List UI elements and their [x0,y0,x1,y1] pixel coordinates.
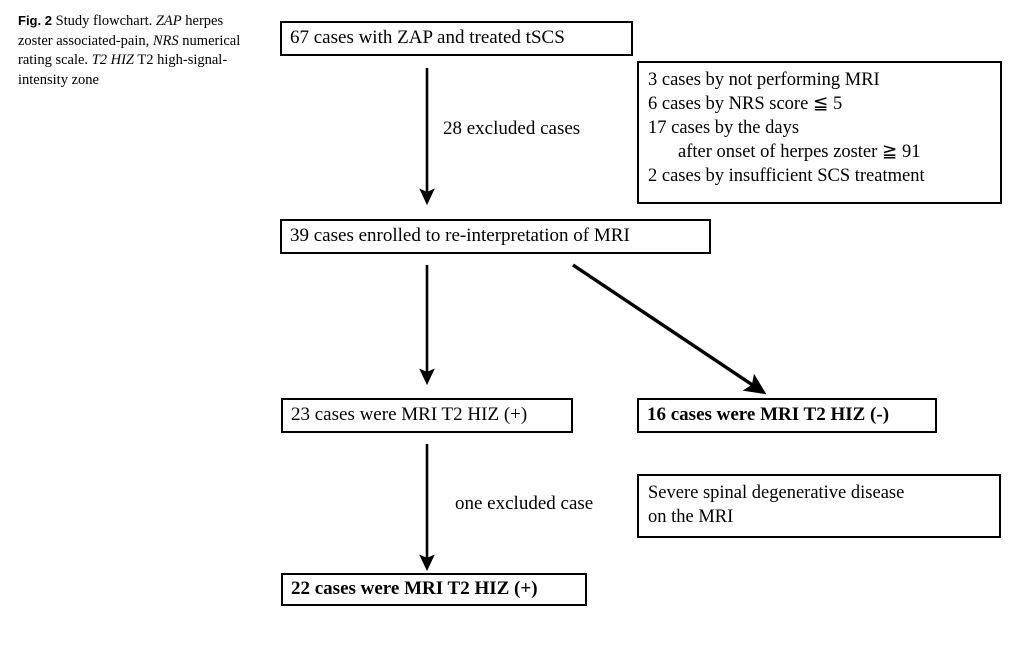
node-start-label: 67 cases with ZAP and treated tSCS [290,27,565,49]
node-start[interactable]: 67 cases with ZAP and treated tSCS [280,21,633,56]
caption-text-2: herpes zoster associated-pain, [18,13,224,49]
node-hiz-positive-label: 23 cases were MRI T2 HIZ (+) [291,404,528,426]
edge-label-28-excluded: 28 excluded cases [443,118,581,139]
caption-text-3: numerical rating scale. [18,32,241,69]
node-hiz-negative[interactable]: 16 cases were MRI T2 HIZ (-) [637,398,937,433]
node-hiz-positive[interactable]: 23 cases were MRI T2 HIZ (+) [281,398,573,433]
node-enrolled[interactable]: 39 cases enrolled to re-interpretation o… [280,219,711,254]
node-hiz-negative-label: 16 cases were MRI T2 HIZ (-) [647,404,890,426]
exclusion-line-1: 3 cases by not performing MRI [648,70,880,90]
caption-text-1: Study flowchart. [55,13,156,29]
reason-line-2: on the MRI [648,507,734,528]
exclusion-line-5: 2 cases by insufficient SCS treatment [648,166,925,187]
edge-label-one-excluded: one excluded case [455,493,594,514]
caption-abbr-nrs: NRS [152,32,179,49]
figure-caption: Fig. 2 Study flowchart. ZAP herpes zoste… [18,12,253,90]
arrow-enrolled-to-hiz-negative [572,263,767,395]
exclusion-line-2: 6 cases by NRS score ≦ 5 [648,94,843,115]
exclusion-line-4: after onset of herpes zoster ≧ 91 [678,142,921,163]
caption-text-4: T2 high-signal-intensity zone [18,52,228,88]
node-exclusion-criteria[interactable]: 3 cases by not performing MRI 6 cases by… [637,61,1002,204]
exclusion-line-3: 17 cases by the days [648,118,800,139]
node-exclusion-reason[interactable]: Severe spinal degenerative disease on th… [637,474,1001,538]
figure-number: Fig. 2 [18,13,52,28]
node-final[interactable]: 22 cases were MRI T2 HIZ (+) [281,573,587,606]
node-enrolled-label: 39 cases enrolled to re-interpretation o… [290,225,630,247]
reason-line-1: Severe spinal degenerative disease [648,483,905,503]
node-final-label: 22 cases were MRI T2 HIZ (+) [291,578,538,600]
caption-abbr-zap: ZAP [155,13,182,29]
caption-abbr-t2hiz: T2 HIZ [91,52,134,69]
